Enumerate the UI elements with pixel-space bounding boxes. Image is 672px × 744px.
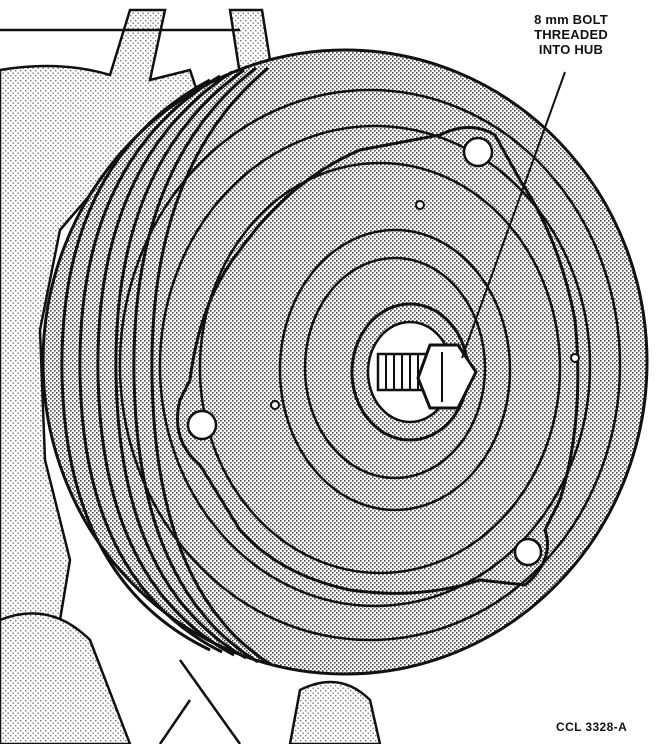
- callout-line-1: 8 mm BOLT: [534, 12, 608, 27]
- bolt-callout: 8 mm BOLT THREADED INTO HUB: [496, 12, 646, 57]
- pulley-assembly: [41, 48, 649, 676]
- bolt-8mm: [376, 343, 478, 410]
- plate-rings: [118, 88, 622, 642]
- bolt-threads: [385, 354, 419, 390]
- armature-plate: [176, 126, 580, 595]
- bolt-head: [416, 343, 478, 410]
- compressor-body: [0, 8, 382, 744]
- rivet-holes: [186, 136, 543, 567]
- figure-id: CCL 3328-A: [556, 720, 628, 734]
- small-rivets: [270, 200, 580, 410]
- callout-line-3: INTO HUB: [538, 42, 604, 57]
- callout-leader: [461, 71, 566, 359]
- callout-line-2: THREADED: [534, 27, 608, 42]
- belt-grooves: [60, 66, 271, 666]
